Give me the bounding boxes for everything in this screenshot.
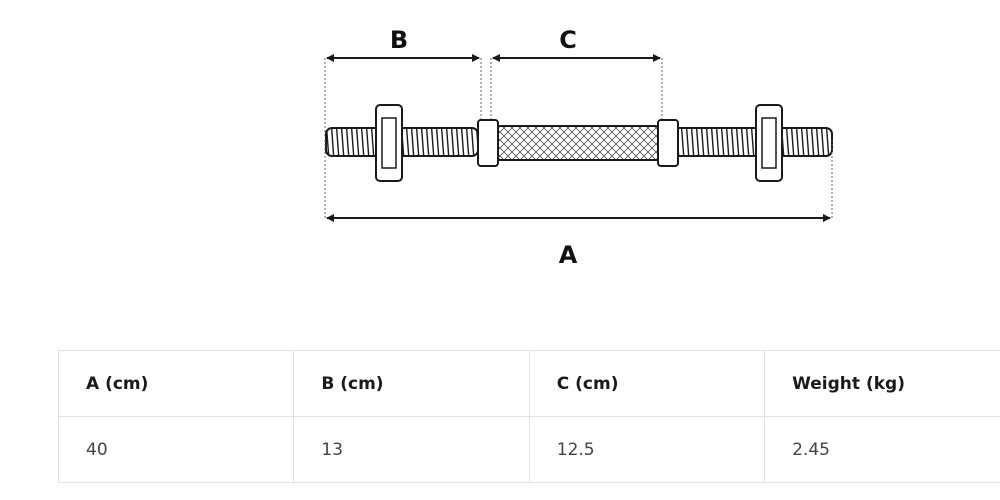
dimension-a: A [324,140,833,269]
label-b: B [390,26,408,54]
specifications-table: A (cm) B (cm) C (cm) Weight (kg) 40 13 1… [57,350,1000,483]
left-inner-sleeve [477,119,499,167]
right-collar [755,104,783,182]
dumbbell-bar [325,104,833,182]
cell-a: 40 [57,416,294,483]
knurled-handle [497,125,659,161]
label-c: C [559,26,577,54]
label-a: A [559,241,578,269]
table-row: 40 13 12.5 2.45 [57,416,1000,483]
header-weight: Weight (kg) [764,350,1000,417]
header-b: B (cm) [293,350,530,417]
header-a: A (cm) [57,350,294,417]
left-collar [375,104,403,182]
header-c: C (cm) [528,350,765,417]
dimension-c: C [490,26,663,122]
cell-weight: 2.45 [764,416,1000,483]
cell-b: 13 [293,416,530,483]
dumbbell-bar-diagram: B C A [324,26,833,269]
right-inner-sleeve [657,119,679,167]
table-header-row: A (cm) B (cm) C (cm) Weight (kg) [57,350,1000,417]
right-thread [669,127,833,157]
cell-c: 12.5 [528,416,765,483]
dimension-b: B [324,26,482,138]
